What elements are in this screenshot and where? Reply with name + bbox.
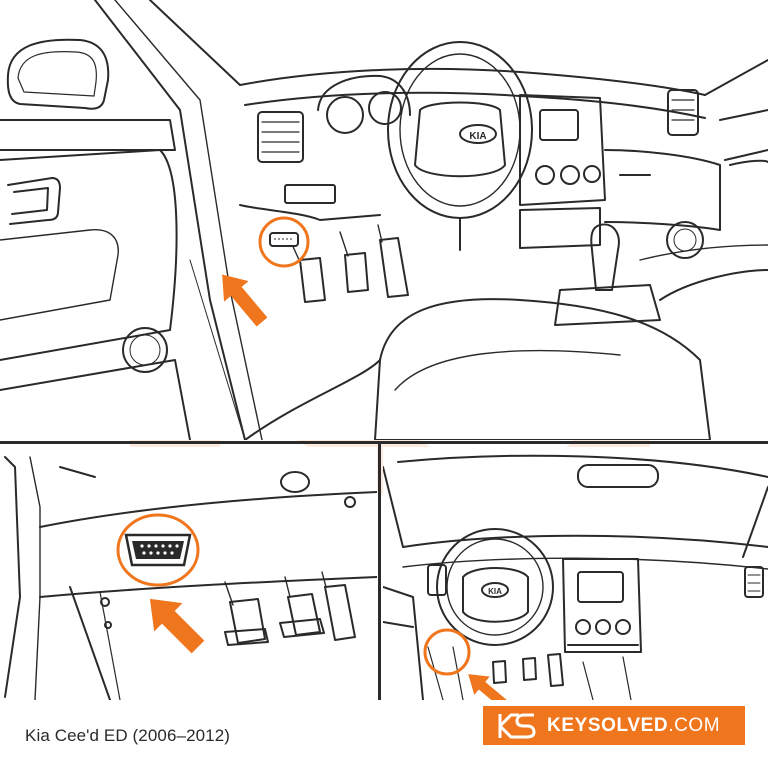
ks-logo-icon [498, 713, 536, 738]
brand-text: KEYSOLVED.COM [547, 715, 720, 737]
arrow-icon [468, 674, 509, 700]
closeup-obd-view [0, 447, 377, 700]
obd-highlight-circle [116, 513, 200, 587]
obd-port-icon [124, 533, 192, 567]
main-interior-view: KIA [0, 0, 768, 440]
obd-highlight-circle [258, 216, 310, 268]
closeup-illustration [4, 456, 377, 700]
dashboard-illustration: KIA [383, 454, 768, 700]
obd-highlight-circle [423, 628, 471, 676]
brand-name: KEYSOLVED [547, 714, 669, 736]
dashboard-overview-view: KIA [383, 447, 768, 700]
horizontal-divider [0, 441, 768, 444]
brand-badge[interactable]: KEYSOLVED.COM [483, 706, 745, 745]
brand-tld: .COM [668, 714, 721, 736]
vehicle-caption: Kia Cee'd ED (2006–2012) [25, 726, 231, 745]
vertical-divider [378, 444, 381, 700]
arrow-icon [222, 274, 268, 327]
kia-badge: KIA [488, 587, 502, 596]
interior-illustration: KIA [0, 0, 768, 440]
arrow-icon [149, 598, 205, 654]
kia-badge: KIA [469, 131, 486, 142]
